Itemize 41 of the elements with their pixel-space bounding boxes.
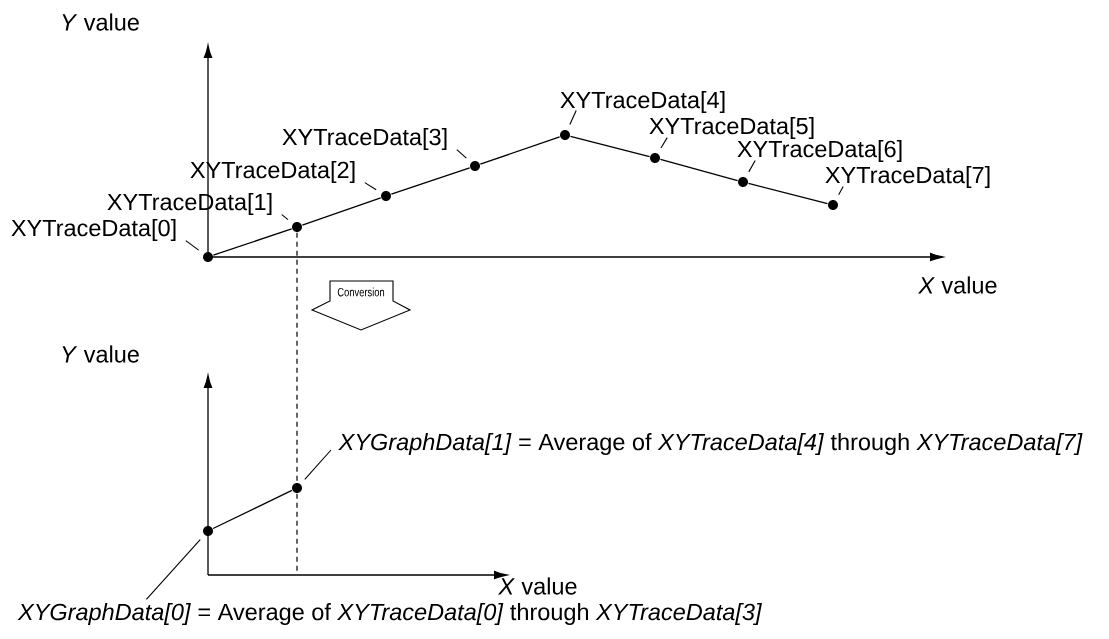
graph-line	[301, 197, 382, 226]
data-label: XYTraceData[3]	[282, 128, 447, 150]
data-label: XYGraphData[0] = Average of XYTraceData[0] through XYTraceData[3]	[17, 603, 762, 625]
axis-label: X value	[498, 577, 577, 595]
data-point	[828, 200, 838, 210]
data-point	[203, 252, 213, 262]
data-point	[738, 177, 748, 187]
graph-line	[569, 135, 651, 158]
data-label: XYTraceData[5]	[649, 117, 814, 139]
data-point	[560, 130, 570, 140]
data-label: XYTraceData[6]	[737, 140, 902, 162]
data-point	[650, 153, 660, 163]
data-point	[381, 191, 391, 201]
graph-line	[212, 228, 293, 256]
graph-line	[747, 182, 829, 205]
data-label: XYTraceData[4]	[560, 91, 725, 113]
data-point	[203, 526, 213, 536]
graph-line	[479, 136, 561, 165]
leader-line	[145, 539, 201, 600]
leader-line	[569, 110, 577, 125]
data-point	[292, 222, 302, 232]
data-label: XYGraphData[1] = Average of XYTraceData[4] through XYTraceData[7]	[338, 433, 1083, 455]
leader-line	[660, 137, 668, 149]
axis-label: Y value	[62, 13, 139, 31]
graph-line	[659, 158, 739, 182]
graph-line	[390, 167, 471, 195]
graph-line	[212, 489, 293, 530]
leader-line	[185, 240, 200, 251]
axis-label: X value	[918, 276, 997, 294]
leader-line	[456, 149, 467, 159]
axis-label: Y value	[62, 345, 139, 363]
leader-line	[364, 182, 377, 191]
guide-line	[296, 232, 298, 483]
data-label: XYTraceData[7]	[825, 166, 990, 188]
leader-line	[304, 449, 332, 480]
data-label: XYTraceData[0]	[11, 219, 176, 241]
data-point	[470, 161, 480, 171]
leader-line	[281, 214, 289, 221]
leader-line	[748, 160, 756, 173]
leader-line	[838, 186, 844, 196]
data-point	[292, 483, 302, 493]
